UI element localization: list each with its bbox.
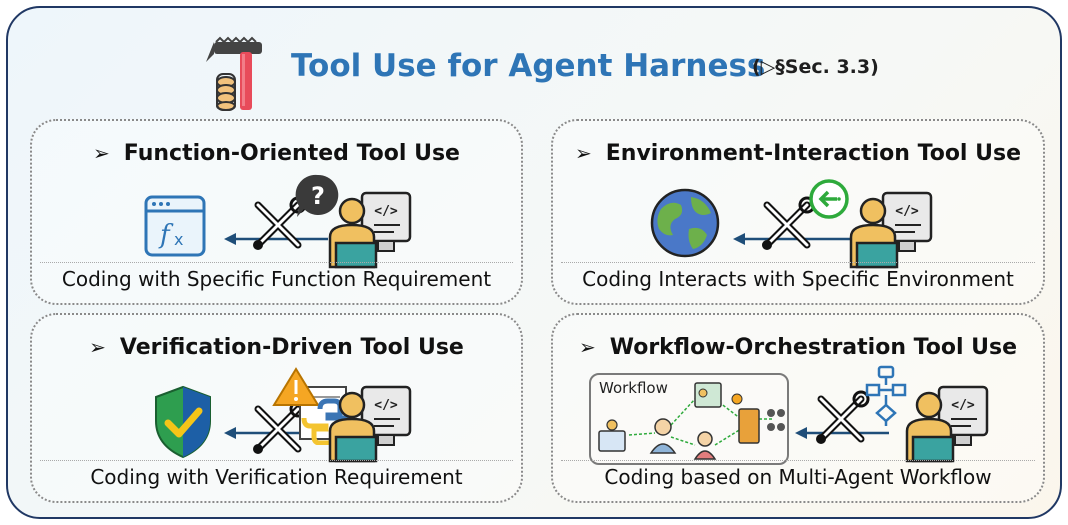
panel-environment-interaction: ➢ Environment-Interaction Tool Use [551, 119, 1045, 305]
function-window-icon: f x [144, 195, 206, 257]
developer-at-computer-icon: </> [328, 385, 412, 463]
panel-workflow-orchestration: ➢ Workflow-Orchestration Tool Use Workflo… [551, 313, 1045, 503]
bullet-arrow-icon: ➢ [89, 335, 106, 359]
arrow-left-circle-icon [809, 179, 849, 219]
svg-text:?: ? [311, 182, 325, 210]
diagram-frame: Tool Use for Agent Harness (▷§Sec. 3.3) … [6, 6, 1062, 519]
multi-agent-workflow-icon: Workflow [589, 373, 789, 465]
panel-verification-driven: ➢ Verification-Driven Tool Use [30, 313, 523, 503]
tools-arrow-icon [795, 390, 889, 444]
panel-heading: ➢ Function-Oriented Tool Use [32, 141, 521, 166]
panel-divider [40, 460, 513, 461]
bullet-arrow-icon: ➢ [578, 335, 596, 359]
panel-caption: Coding with Verification Requirement [90, 465, 463, 489]
panel-heading-label: Environment-Interaction Tool Use [605, 141, 1022, 166]
ice-axe-rope-icon [206, 36, 262, 111]
agent-network-icon [598, 382, 785, 460]
panel-divider [561, 460, 1035, 461]
workflow-label: Workflow [599, 379, 668, 397]
developer-at-computer-icon: </> [849, 191, 933, 269]
svg-text:</>: </> [374, 204, 398, 219]
flowchart-icon [865, 365, 907, 426]
question-mark-icon: ? [295, 174, 339, 217]
panel-heading: ➢ Environment-Interaction Tool Use [553, 141, 1043, 166]
bullet-arrow-icon: ➢ [574, 141, 592, 165]
panel-heading: ➢ Verification-Driven Tool Use [32, 335, 521, 360]
svg-text:</>: </> [374, 398, 398, 413]
panel-caption: Coding based on Multi-Agent Workflow [604, 465, 992, 489]
shield-check-icon [155, 385, 211, 459]
panel-caption: Coding Interacts with Specific Environme… [582, 267, 1014, 291]
panel-function-oriented: ➢ Function-Oriented Tool Use f x ? [30, 119, 523, 305]
developer-at-computer-icon: </> [328, 191, 412, 269]
panel-heading: ➢ Workflow-Orchestration Tool Use [553, 335, 1043, 360]
title-row: Tool Use for Agent Harness (▷§Sec. 3.3) [8, 26, 1060, 111]
svg-text:</>: </> [895, 204, 919, 219]
tools-arrow-icon [733, 196, 857, 250]
globe-icon [650, 188, 720, 258]
section-reference: (▷§Sec. 3.3) [752, 56, 879, 78]
bullet-arrow-icon: ➢ [93, 141, 110, 165]
panel-divider [40, 262, 513, 263]
panel-divider [561, 262, 1035, 263]
svg-text:</>: </> [951, 398, 975, 413]
svg-text:x: x [174, 230, 183, 249]
developer-at-computer-icon: </> [905, 385, 989, 463]
panel-heading-label: Workflow-Orchestration Tool Use [609, 335, 1018, 360]
panel-heading-label: Verification-Driven Tool Use [119, 335, 464, 360]
page-title: Tool Use for Agent Harness [291, 48, 766, 84]
panel-caption: Coding with Specific Function Requiremen… [61, 267, 492, 291]
panel-heading-label: Function-Oriented Tool Use [123, 141, 460, 166]
